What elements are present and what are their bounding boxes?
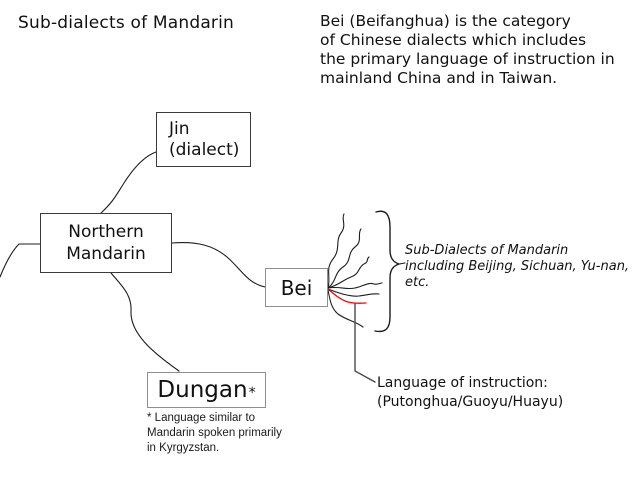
description-line: Bei (Beifanghua) is the category: [320, 12, 571, 30]
language-instruction-label: Language of instruction: (Putonghua/Guoy…: [377, 374, 563, 412]
bei-branch-4: [327, 282, 383, 290]
dungan-footnote: * Language similar to Mandarin spoken pr…: [147, 411, 282, 456]
node-northern-label-line2: Mandarin: [66, 244, 146, 264]
connector-northern-to-bei: [171, 242, 266, 288]
bei-branch-6: [327, 289, 364, 328]
instruction-connector: [354, 303, 376, 383]
bei-branch-5: [327, 288, 380, 297]
node-jin-label-line1: Jin: [169, 118, 190, 139]
subdialects-annotation-line: etc.: [405, 275, 430, 290]
brace-right: [374, 210, 402, 333]
node-northern-mandarin: Northern Mandarin: [40, 213, 172, 273]
language-instruction-line: (Putonghua/Guoyu/Huayu): [377, 394, 564, 410]
node-jin-label-line2: (dialect): [169, 139, 240, 160]
page-title: Sub-dialects of Mandarin: [18, 13, 235, 33]
node-dungan-footnote-marker: *: [248, 385, 256, 401]
subdialects-annotation-line: including Beijing, Sichuan, Yu-nan,: [405, 259, 630, 274]
description-line: of Chinese dialects which includes: [320, 31, 587, 49]
node-bei-label: Bei: [280, 275, 313, 300]
dungan-footnote-line: Mandarin spoken primarily: [147, 427, 282, 439]
connector-northern-to-jin: [100, 151, 157, 214]
subdialects-annotation: Sub-Dialects of Mandarin including Beiji…: [405, 243, 629, 291]
node-dungan-label: Dungan: [157, 377, 248, 403]
dungan-footnote-line: * Language similar to: [147, 412, 256, 424]
bei-branch-1: [327, 213, 345, 289]
description-line: the primary language of instruction in: [320, 50, 615, 68]
connector-northern-to-dungan: [110, 272, 180, 372]
dungan-footnote-line: in Kyrgyzstan.: [147, 442, 220, 454]
bei-branch-2: [327, 228, 362, 289]
description-paragraph: Bei (Beifanghua) is the category of Chin…: [320, 12, 615, 88]
bei-branch-highlight: [327, 288, 367, 304]
connector-offscreen-left: [0, 243, 41, 278]
node-jin: Jin (dialect): [156, 112, 251, 167]
node-dungan: Dungan *: [147, 372, 266, 408]
language-instruction-line: Language of instruction:: [377, 375, 548, 391]
description-line: mainland China and in Taiwan.: [320, 69, 558, 87]
node-northern-label-line1: Northern: [68, 222, 144, 242]
subdialects-annotation-line: Sub-Dialects of Mandarin: [405, 243, 569, 258]
bei-branch-3: [327, 256, 370, 289]
node-bei: Bei: [265, 268, 328, 307]
